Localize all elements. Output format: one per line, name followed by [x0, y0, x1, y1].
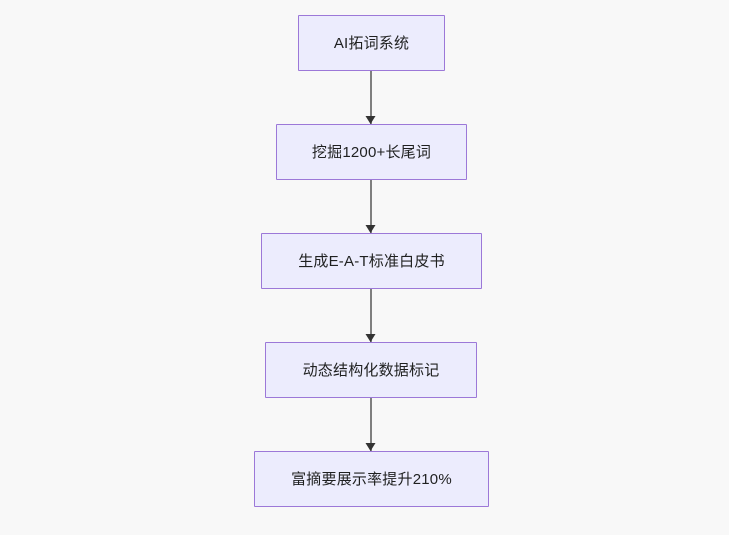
node-label: 富摘要展示率提升210%: [291, 470, 452, 488]
arrow-head-icon: [365, 443, 376, 451]
edge-line: [370, 398, 372, 451]
flowchart-node-mine-longtail-keywords[interactable]: 挖掘1200+长尾词: [276, 124, 467, 180]
node-label: 动态结构化数据标记: [302, 361, 440, 379]
edge-line: [370, 180, 372, 233]
arrow-head-icon: [365, 116, 376, 124]
edge-line: [370, 71, 372, 124]
arrow-head-icon: [365, 225, 376, 233]
flowchart-node-dynamic-structured-data-markup[interactable]: 动态结构化数据标记: [265, 342, 477, 398]
edge-line: [370, 289, 372, 342]
flowchart-node-rich-snippet-rate-increase[interactable]: 富摘要展示率提升210%: [254, 451, 489, 507]
arrow-head-icon: [365, 334, 376, 342]
flowchart-node-generate-eat-whitepaper[interactable]: 生成E-A-T标准白皮书: [261, 233, 482, 289]
node-label: AI拓词系统: [333, 34, 410, 52]
node-label: 挖掘1200+长尾词: [311, 143, 432, 161]
flowchart-node-ai-keyword-system[interactable]: AI拓词系统: [298, 15, 445, 71]
node-label: 生成E-A-T标准白皮书: [298, 252, 445, 270]
